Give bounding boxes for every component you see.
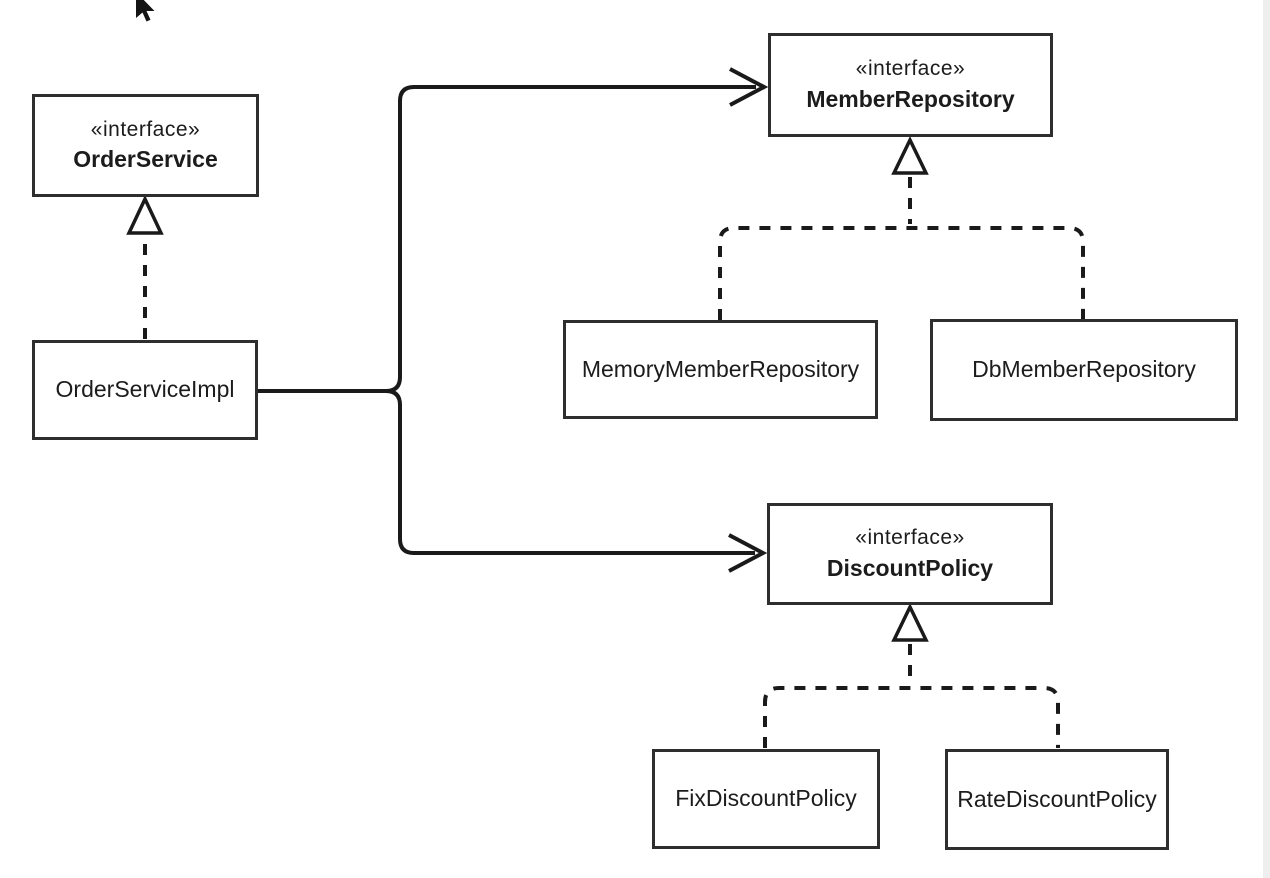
stereotype-label: «interface» <box>855 526 965 550</box>
node-fixdiscountpolicy-class: FixDiscountPolicy <box>652 749 880 849</box>
dependency-orderserviceimpl-to-discountpolicy <box>258 389 768 573</box>
class-name: OrderServiceImpl <box>55 376 235 403</box>
interface-name: MemberRepository <box>806 85 1015 112</box>
open-arrowhead-icon <box>729 67 769 107</box>
node-ratediscountpolicy-class: RateDiscountPolicy <box>945 749 1169 850</box>
mouse-pointer-icon <box>136 0 155 22</box>
hollow-triangle-icon <box>891 602 929 642</box>
realization-tree-memberrepository <box>718 135 1085 320</box>
class-name: MemoryMemberRepository <box>581 355 860 382</box>
node-memorymemberrepository-class: MemoryMemberRepository <box>563 320 878 419</box>
node-orderserviceimpl-class: OrderServiceImpl <box>32 340 258 440</box>
node-memberrepository-interface: «interface» MemberRepository <box>768 33 1053 137</box>
node-discountpolicy-interface: «interface» DiscountPolicy <box>767 503 1053 605</box>
interface-name: OrderService <box>73 146 218 173</box>
realization-orderserviceimpl-to-orderservice <box>126 194 164 339</box>
node-dbmemberrepository-class: DbMemberRepository <box>930 319 1238 421</box>
stereotype-label: «interface» <box>90 117 201 141</box>
class-name: RateDiscountPolicy <box>957 785 1157 812</box>
hollow-triangle-icon <box>891 135 929 175</box>
hollow-triangle-icon <box>126 194 164 235</box>
open-arrowhead-icon <box>728 533 768 573</box>
screen-edge-strip <box>1263 0 1270 878</box>
interface-name: DiscountPolicy <box>826 554 994 581</box>
class-name: DbMemberRepository <box>972 356 1196 383</box>
class-name: FixDiscountPolicy <box>675 785 857 812</box>
realization-tree-discountpolicy <box>763 602 1060 748</box>
node-orderservice-interface: «interface» OrderService <box>32 94 259 197</box>
stereotype-label: «interface» <box>855 57 966 81</box>
